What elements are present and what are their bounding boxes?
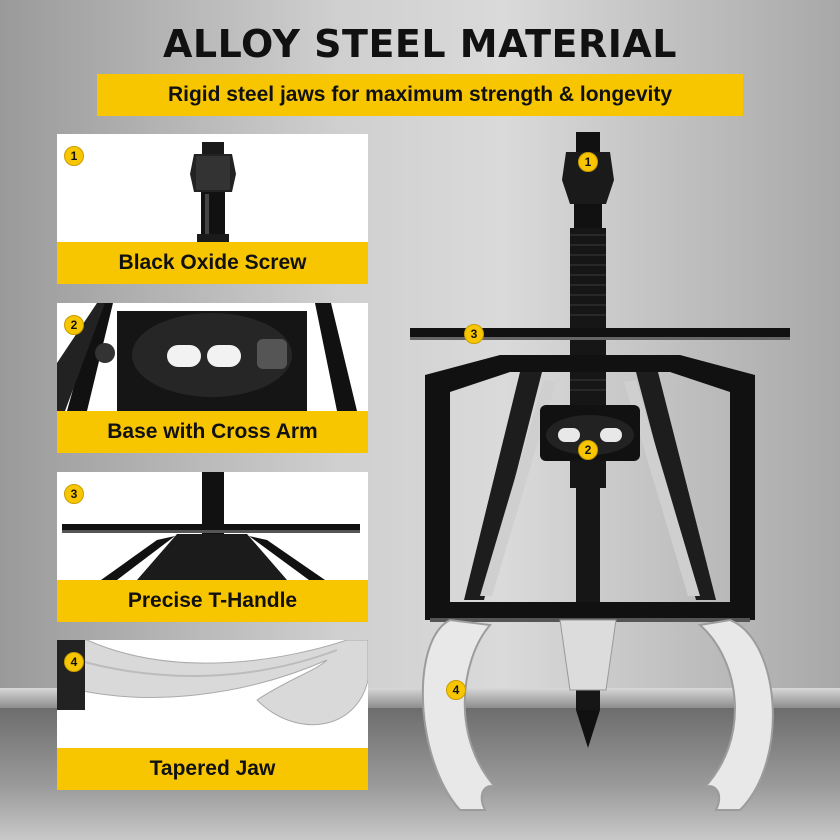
screw-closeup-image bbox=[190, 142, 236, 242]
card-number-badge: 3 bbox=[64, 484, 84, 504]
card-number-badge: 1 bbox=[64, 146, 84, 166]
callout-badge-base: 2 bbox=[578, 440, 598, 460]
handle-closeup-image bbox=[62, 472, 360, 580]
card-label: Black Oxide Screw bbox=[57, 242, 368, 284]
jaw-closeup-image bbox=[57, 640, 368, 726]
feature-card-base: 2 Base with Cross Arm bbox=[57, 303, 368, 453]
card-label: Tapered Jaw bbox=[57, 748, 368, 790]
feature-card-handle: 3 Precise T-Handle bbox=[57, 472, 368, 622]
card-label: Precise T-Handle bbox=[57, 580, 368, 622]
card-label: Base with Cross Arm bbox=[57, 411, 368, 453]
card-number-badge: 2 bbox=[64, 315, 84, 335]
callout-badge-jaw: 4 bbox=[446, 680, 466, 700]
page-title: ALLOY STEEL MATERIAL bbox=[162, 22, 677, 66]
subtitle-banner: Rigid steel jaws for maximum strength & … bbox=[97, 74, 743, 116]
callout-badge-handle: 3 bbox=[464, 324, 484, 344]
feature-card-jaw: 4 Tapered Jaw bbox=[57, 640, 368, 790]
callout-badge-screw: 1 bbox=[578, 152, 598, 172]
gear-puller-image bbox=[410, 132, 790, 811]
base-closeup-image bbox=[57, 303, 357, 411]
card-number-badge: 4 bbox=[64, 652, 84, 672]
feature-card-screw: 1 Black Oxide Screw bbox=[57, 134, 368, 284]
